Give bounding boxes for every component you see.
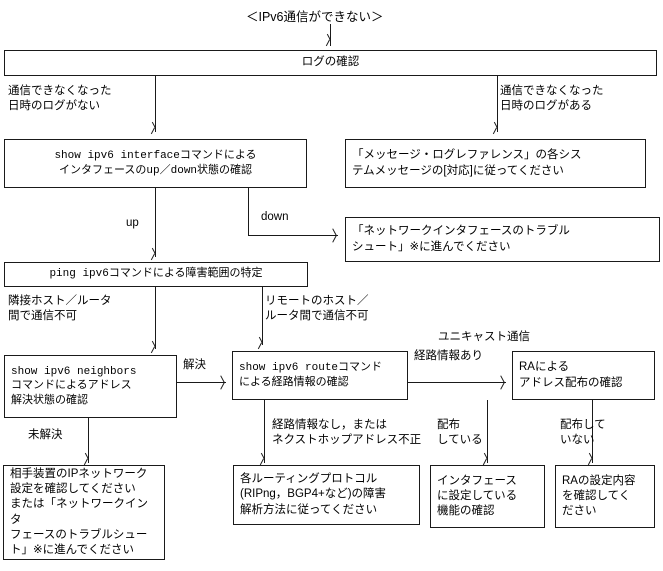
connector-neighbors-to-route (177, 382, 226, 383)
node-peer-ip-config[interactable]: 相手装置のIPネットワーク 設定を確認してください または「ネットワークインタ … (3, 465, 165, 560)
diagram-title: ＜IPv6通信ができない＞ (246, 10, 384, 24)
connector-title-to-log (330, 24, 331, 46)
connector-ping-to-route (262, 287, 263, 345)
node-if-function-check[interactable]: インタフェース に設定している 機能の確認 (430, 465, 545, 528)
edge-label-route-exists: 経路情報あり (414, 350, 483, 362)
edge-label-no-log: 通信できなくなった 日時のログがない (8, 85, 112, 112)
edge-label-resolved: 解決 (183, 359, 206, 371)
connector-interface-down-vertical (248, 188, 249, 235)
edge-label-has-log: 通信できなくなった 日時のログがある (500, 85, 604, 112)
connector-route-to-ra (408, 382, 506, 383)
node-ra-check[interactable]: RAによる アドレス配布の確認 (512, 351, 655, 400)
node-ping-ipv6[interactable]: ping ipv6コマンドによる障害範囲の特定 (4, 262, 308, 287)
node-ra-config-check[interactable]: RAの設定内容 を確認してく ださい (555, 465, 655, 528)
node-message-reference[interactable]: 「メッセージ・ログレファレンス」の各シス テムメッセージの[対応]に従ってくださ… (345, 139, 646, 188)
edge-label-unresolved: 未解決 (28, 429, 63, 441)
edge-label-not-distributing: 配布して いない (560, 419, 606, 446)
connector-ra-to-iffunc (487, 400, 488, 463)
connector-ping-to-neighbors (155, 287, 156, 349)
edge-label-unicast: ユニキャスト通信 (438, 331, 530, 343)
connector-neighbors-to-peer (88, 418, 89, 463)
node-show-route[interactable]: show ipv6 routeコマンド による経路情報の確認 (232, 351, 408, 400)
node-show-interface[interactable]: show ipv6 interfaceコマンドによる インタフェースのup／do… (4, 139, 307, 188)
connector-log-to-message (497, 76, 498, 132)
node-nw-interface-trouble[interactable]: 「ネットワークインタフェースのトラブル シュート」※に進んでください (345, 217, 660, 262)
node-log-check[interactable]: ログの確認 (4, 50, 657, 76)
edge-label-up: up (126, 217, 139, 229)
connector-log-to-interface (155, 76, 156, 132)
connector-interface-down-horizontal (248, 235, 338, 236)
edge-label-distributing: 配布 している (437, 419, 483, 446)
connector-route-to-protocol (264, 400, 265, 463)
node-show-neighbors[interactable]: show ipv6 neighbors コマンドによるアドレス 解決状態の確認 (4, 355, 177, 418)
node-routing-protocol[interactable]: 各ルーティングプロトコル (RIPng，BGP4+など)の障害 解析方法に従って… (233, 465, 420, 525)
edge-label-remote-fail: リモートのホスト／ ルータ間で通信不可 (265, 295, 369, 322)
connector-ra-to-raconfig (592, 400, 593, 463)
connector-interface-to-ping (155, 188, 156, 257)
edge-label-no-route: 経路情報なし，または ネクストホップアドレス不正 (272, 419, 422, 446)
edge-label-down: down (261, 211, 289, 223)
edge-label-adjacent-fail: 隣接ホスト／ルータ 間で通信不可 (8, 295, 112, 322)
